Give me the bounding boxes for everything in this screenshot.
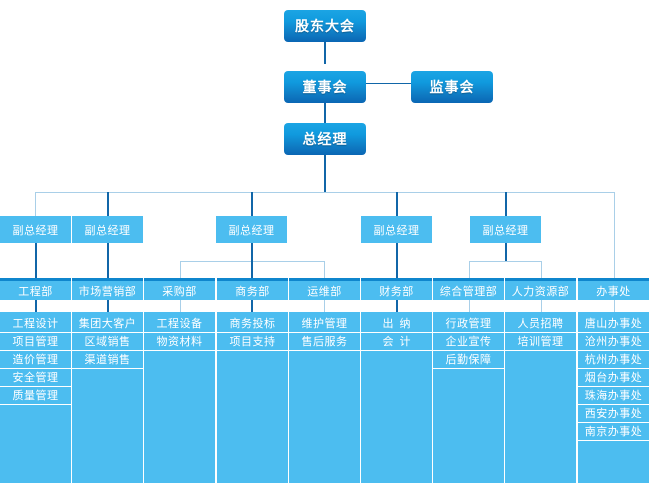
- department-item[interactable]: 售后服务: [289, 333, 360, 351]
- department-item[interactable]: 商务投标: [217, 315, 288, 333]
- department-item[interactable]: 区域销售: [72, 333, 143, 351]
- department-item[interactable]: 西安办事处: [578, 405, 649, 423]
- department-item[interactable]: 工程设计: [0, 315, 71, 333]
- department-items: 唐山办事处沧州办事处杭州办事处烟台办事处珠海办事处西安办事处南京办事处: [578, 312, 649, 483]
- connector-dept7-items: [469, 300, 470, 312]
- department-items: 行政管理企业宣传后勤保障: [433, 312, 504, 483]
- node-vice-president-3[interactable]: 副总经理: [216, 216, 287, 243]
- connector-dept2-items: [107, 300, 109, 312]
- department-header[interactable]: 财务部: [361, 278, 432, 300]
- connector-bus-drop-2: [107, 192, 109, 216]
- department-header[interactable]: 综合管理部: [433, 278, 504, 300]
- department-column: 商务部: [217, 278, 288, 300]
- connector-vp3-branch-mid: [251, 261, 253, 278]
- connector-vp1-dept1: [35, 243, 37, 278]
- department-items: 工程设计项目管理造价管理安全管理质量管理: [0, 312, 71, 483]
- department-items: 工程设备物资材料: [144, 312, 215, 483]
- connector-board-supervisors: [365, 83, 411, 84]
- connector-dept6-items: [396, 300, 398, 312]
- connector-dept1-items: [35, 300, 37, 312]
- department-item[interactable]: 行政管理: [433, 315, 504, 333]
- department-items: 人员招聘培训管理: [505, 312, 576, 483]
- connector-bus-drop-office: [614, 192, 615, 278]
- connector-dept3-items: [180, 300, 181, 312]
- department-items: 维护管理售后服务: [289, 312, 360, 483]
- department-header[interactable]: 采购部: [144, 278, 215, 300]
- connector-dept4-items: [251, 300, 253, 312]
- node-vice-president-1[interactable]: 副总经理: [0, 216, 71, 243]
- connector-main-bus: [35, 192, 615, 193]
- connector-bus-drop-1: [35, 192, 36, 216]
- department-item[interactable]: 项目管理: [0, 333, 71, 351]
- connector-dept8-items: [541, 300, 542, 312]
- department-header[interactable]: 办事处: [578, 278, 649, 300]
- department-item[interactable]: 工程设备: [144, 315, 215, 333]
- connector-vp5-bracket: [469, 261, 542, 262]
- department-column: 财务部: [361, 278, 432, 300]
- department-header[interactable]: 人力资源部: [505, 278, 576, 300]
- connector-vp3-branch-right: [324, 261, 325, 278]
- node-general-manager[interactable]: 总经理: [284, 123, 366, 155]
- connector-bus-drop-3: [251, 192, 253, 216]
- connector-bus-drop-4: [396, 192, 398, 216]
- department-column: 工程部: [0, 278, 71, 300]
- department-column: 办事处: [578, 278, 649, 300]
- department-header[interactable]: 市场营销部: [72, 278, 143, 300]
- department-column: 市场营销部: [72, 278, 143, 300]
- department-item[interactable]: 南京办事处: [578, 423, 649, 441]
- department-column: 采购部: [144, 278, 215, 300]
- department-item[interactable]: 出纳: [361, 315, 432, 333]
- connector-shareholders-board: [324, 42, 326, 64]
- node-shareholders-meeting[interactable]: 股东大会: [284, 10, 366, 42]
- connector-dept9-items: [614, 300, 615, 312]
- department-items: 集团大客户区域销售渠道销售: [72, 312, 143, 483]
- node-board-of-directors[interactable]: 董事会: [284, 71, 366, 103]
- department-item[interactable]: 培训管理: [505, 333, 576, 351]
- department-header[interactable]: 运维部: [289, 278, 360, 300]
- department-items: 出纳会计: [361, 312, 432, 483]
- node-vice-president-5[interactable]: 副总经理: [470, 216, 541, 243]
- department-column: 运维部: [289, 278, 360, 300]
- department-item[interactable]: 项目支持: [217, 333, 288, 351]
- connector-bus-drop-5: [505, 192, 507, 216]
- department-column: 人力资源部: [505, 278, 576, 300]
- department-item[interactable]: 杭州办事处: [578, 351, 649, 369]
- department-item[interactable]: 造价管理: [0, 351, 71, 369]
- connector-gm-bus: [324, 155, 326, 193]
- department-item[interactable]: 维护管理: [289, 315, 360, 333]
- department-item[interactable]: 安全管理: [0, 369, 71, 387]
- department-items: 商务投标项目支持: [217, 312, 288, 483]
- connector-vp4-dept6: [396, 243, 398, 278]
- department-item[interactable]: 质量管理: [0, 387, 71, 405]
- department-column: 综合管理部: [433, 278, 504, 300]
- department-item[interactable]: 唐山办事处: [578, 315, 649, 333]
- department-item[interactable]: 后勤保障: [433, 351, 504, 369]
- node-board-of-supervisors[interactable]: 监事会: [411, 71, 493, 103]
- connector-vp5-branch-left: [469, 261, 470, 278]
- department-item[interactable]: 沧州办事处: [578, 333, 649, 351]
- connector-vp3-stem: [251, 243, 253, 261]
- node-vice-president-4[interactable]: 副总经理: [361, 216, 432, 243]
- department-header[interactable]: 商务部: [217, 278, 288, 300]
- node-vice-president-2[interactable]: 副总经理: [72, 216, 143, 243]
- department-item[interactable]: 渠道销售: [72, 351, 143, 369]
- department-item[interactable]: 烟台办事处: [578, 369, 649, 387]
- department-item[interactable]: 企业宣传: [433, 333, 504, 351]
- department-item[interactable]: 人员招聘: [505, 315, 576, 333]
- connector-dept5-items: [324, 300, 325, 312]
- department-item[interactable]: 集团大客户: [72, 315, 143, 333]
- connector-vp5-stem: [505, 243, 507, 261]
- connector-board-gm: [324, 103, 326, 125]
- connector-vp3-branch-left: [180, 261, 181, 278]
- department-item[interactable]: 会计: [361, 333, 432, 351]
- department-header[interactable]: 工程部: [0, 278, 71, 300]
- department-item[interactable]: 珠海办事处: [578, 387, 649, 405]
- department-item[interactable]: 物资材料: [144, 333, 215, 351]
- connector-vp2-dept2: [107, 243, 109, 278]
- connector-vp5-branch-right: [541, 261, 542, 278]
